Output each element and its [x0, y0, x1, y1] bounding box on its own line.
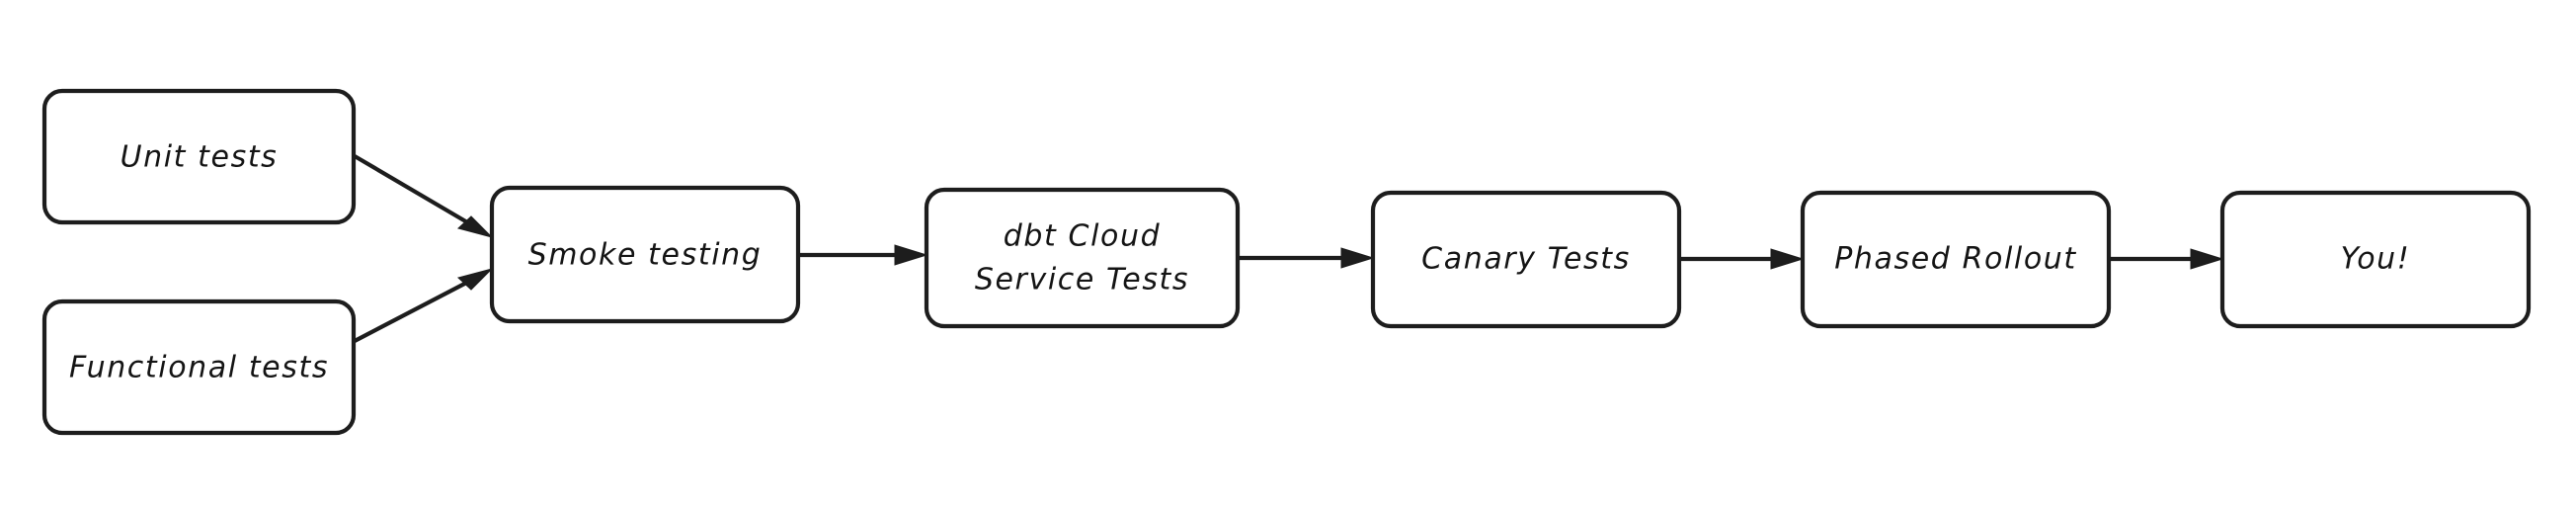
node-unit-tests-label: Unit tests — [121, 140, 279, 175]
edge-functional-to-smoke — [354, 268, 494, 343]
edge-smoke-to-dbt-arrowhead — [894, 244, 928, 266]
node-dbt-cloud-service-tests-label-line1: dbt Cloud — [1004, 219, 1161, 254]
node-dbt-cloud-service-tests-label-line2: Service Tests — [975, 263, 1189, 298]
edge-dbt-to-canary-arrowhead — [1340, 247, 1375, 269]
node-canary-tests-label: Canary Tests — [1421, 242, 1631, 277]
edge-canary-to-phased-arrowhead — [1770, 248, 1805, 270]
node-dbt-cloud-service-tests-box[interactable] — [924, 187, 1241, 329]
edge-unit-to-smoke-line — [353, 154, 476, 228]
edge-smoke-to-dbt — [798, 244, 928, 266]
node-smoke-testing[interactable]: Smoke testing — [489, 185, 801, 324]
node-smoke-testing-box[interactable] — [489, 185, 801, 324]
edge-unit-to-smoke — [353, 154, 494, 238]
edge-phased-to-you-arrowhead — [2190, 248, 2224, 270]
node-you-box[interactable] — [2219, 190, 2532, 329]
node-unit-tests-box[interactable] — [41, 88, 357, 225]
edge-functional-to-smoke-arrowhead — [456, 268, 494, 291]
node-functional-tests[interactable]: Functional tests — [41, 298, 357, 436]
edge-canary-to-phased — [1679, 248, 1805, 270]
node-smoke-testing-label: Smoke testing — [528, 238, 763, 273]
node-functional-tests-label: Functional tests — [69, 351, 329, 385]
edge-functional-to-smoke-line — [354, 277, 475, 343]
node-you[interactable]: You! — [2219, 190, 2532, 329]
node-canary-tests-box[interactable] — [1370, 190, 1682, 329]
node-canary-tests[interactable]: Canary Tests — [1370, 190, 1682, 329]
edge-phased-to-you — [2109, 248, 2224, 270]
node-dbt-cloud-service-tests[interactable]: dbt Cloud Service Tests — [924, 187, 1241, 329]
node-phased-rollout-box[interactable] — [1800, 190, 2112, 329]
node-phased-rollout-label: Phased Rollout — [1834, 242, 2077, 277]
node-you-label: You! — [2341, 242, 2411, 277]
edge-unit-to-smoke-arrowhead — [456, 215, 494, 238]
node-unit-tests[interactable]: Unit tests — [41, 88, 357, 225]
node-functional-tests-box[interactable] — [41, 298, 357, 436]
node-phased-rollout[interactable]: Phased Rollout — [1800, 190, 2112, 329]
edge-dbt-to-canary — [1238, 247, 1375, 269]
